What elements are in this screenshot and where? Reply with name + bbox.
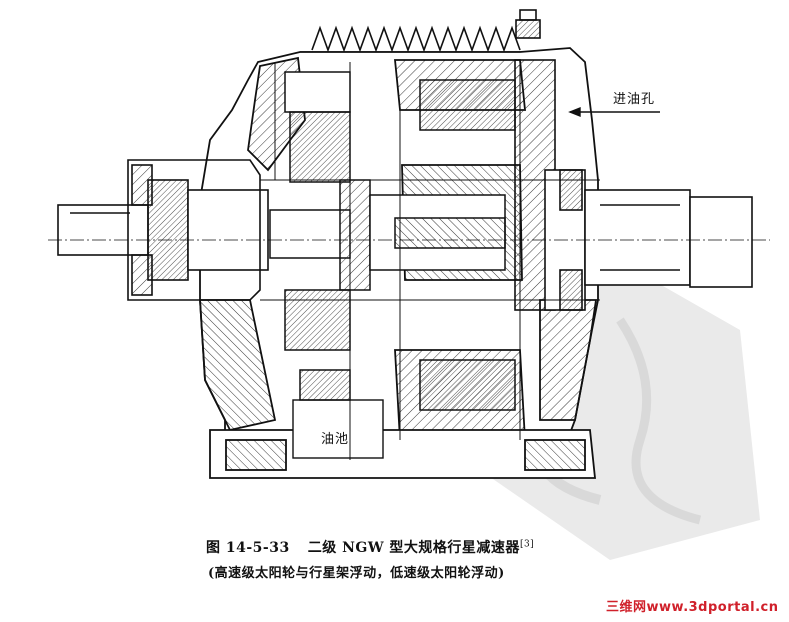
input-shaft [57, 179, 269, 281]
high-speed-stage [269, 71, 371, 401]
figure-number: 图 14-5-33 [206, 540, 290, 556]
low-speed-stage [369, 79, 516, 411]
oil-pool-label: 油池 [321, 432, 350, 447]
oil-inlet-label: 进油孔 [613, 92, 656, 107]
reference-mark: [3] [519, 539, 535, 550]
site-watermark-text: 三维网www.3dportal.cn [606, 600, 779, 615]
cooling-fins [300, 25, 530, 53]
base-foot [209, 429, 596, 479]
oil-inlet-arrow [568, 106, 660, 118]
figure-title: 二级 NGW 型大规格行星减速器 [307, 540, 520, 556]
input-flange [127, 159, 261, 301]
figure-caption: 图 14-5-33 二级 NGW 型大规格行星减速器[3] [206, 537, 534, 557]
figure-subcaption: (高速级太阳轮与行星架浮动，低速级太阳轮浮动) [208, 566, 505, 581]
output-shaft [584, 189, 753, 288]
oil-filler-cap [515, 9, 541, 39]
oil-pool [292, 399, 384, 459]
detail-lines [260, 60, 600, 460]
